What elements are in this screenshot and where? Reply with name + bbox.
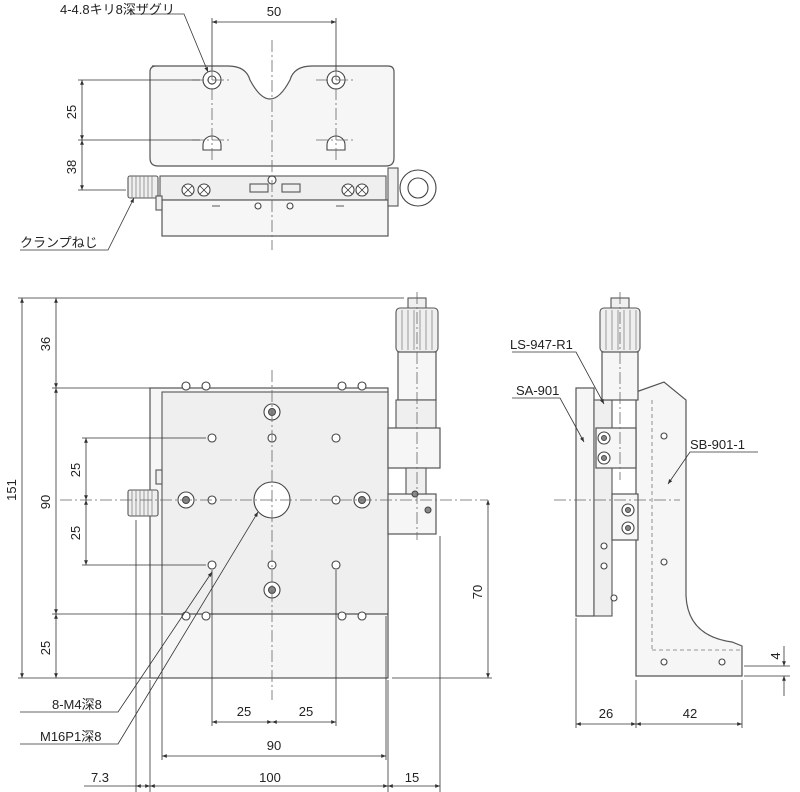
dim-side-42: 42	[683, 706, 697, 721]
dim-front-70: 70	[470, 585, 485, 599]
dim-front-90v: 90	[38, 495, 53, 509]
dim-side-4: 4	[768, 652, 783, 659]
dim-side-26: 26	[599, 706, 613, 721]
label-sb901: SB-901-1	[690, 437, 745, 452]
dim-top-38: 38	[64, 160, 79, 174]
label-m4: 8-M4深8	[52, 697, 102, 712]
label-clamp-screw: クランプねじ	[20, 235, 98, 250]
dim-bottom-7-3: 7.3	[91, 770, 109, 785]
side-view: 26 42 4 LS-947-R1 SA-901 SB-901-1	[510, 292, 790, 728]
label-ls947: LS-947-R1	[510, 337, 573, 352]
dim-front-151: 151	[4, 479, 19, 501]
top-view: 50 25 38 4-4.8キリ8深ザグリ クランプねじ	[20, 2, 437, 251]
label-m16: M16P1深8	[40, 729, 101, 744]
dim-bottom-15: 15	[405, 770, 419, 785]
label-counterbore: 4-4.8キリ8深ザグリ	[60, 2, 175, 17]
dim-front-25a: 25	[68, 463, 83, 477]
dim-top-50: 50	[267, 4, 281, 19]
dim-bottom-25a: 25	[237, 704, 251, 719]
dim-bottom-25b: 25	[299, 704, 313, 719]
dim-front-25b: 25	[68, 526, 83, 540]
dim-bottom-90: 90	[267, 738, 281, 753]
dim-front-36: 36	[38, 337, 53, 351]
front-view: 151 36 90 25 25 25 70 25 25 90 7.3 1	[4, 292, 492, 792]
dim-top-25: 25	[64, 105, 79, 119]
dim-bottom-100: 100	[259, 770, 281, 785]
label-sa901: SA-901	[516, 383, 559, 398]
dim-front-25c: 25	[38, 641, 53, 655]
